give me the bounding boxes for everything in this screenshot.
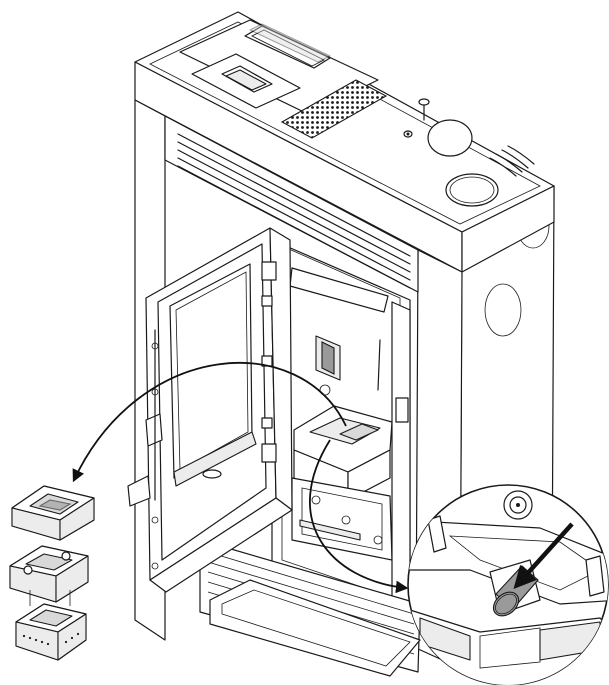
- hinge-top: [261, 261, 277, 281]
- hinge-bottom: [261, 443, 277, 463]
- open-door: [127, 227, 293, 593]
- brazier-bottom: [15, 603, 87, 661]
- brazier-pin-left: [23, 565, 33, 575]
- brazier-assembly: [9, 485, 95, 661]
- detail-bracket: [427, 515, 447, 553]
- door-slot: [202, 469, 222, 479]
- flue-outlet-front: [445, 173, 499, 207]
- stove-base: [199, 539, 421, 677]
- side-vent-lower: [484, 283, 522, 337]
- brazier-middle: [9, 545, 89, 606]
- display-window: [244, 25, 331, 69]
- door-handle: [127, 329, 163, 507]
- brazier-top: [11, 485, 95, 541]
- detail-arrow: [309, 439, 409, 594]
- brazier-pin-right: [61, 551, 71, 561]
- flue-outlet-rear: [427, 119, 473, 157]
- ash-drawer: [291, 477, 393, 561]
- top-knob: [403, 98, 430, 138]
- front-louvres: [164, 115, 419, 293]
- pin-pointer-arrow: [513, 522, 574, 590]
- door-latch: [395, 397, 409, 423]
- top-side-vents: [489, 145, 535, 177]
- top-panel-details: [179, 19, 535, 207]
- removal-arrow: [72, 361, 347, 483]
- top-grille: [280, 79, 388, 139]
